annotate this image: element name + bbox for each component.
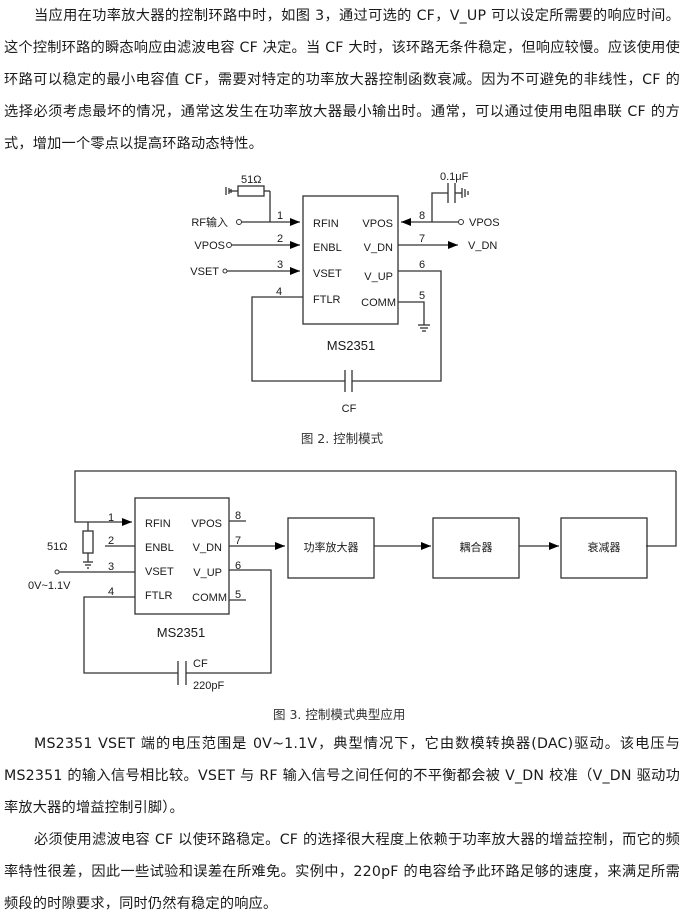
figure-2-schematic: 51Ω 0.1μF RF输入 VPOS VSET VPOS V_DN 1 2 3… <box>190 171 500 415</box>
block-attenuator <box>560 517 648 579</box>
pin-name-comm: COMM <box>192 592 227 604</box>
pin-num-2: 2 <box>108 535 114 547</box>
pin-name-rfin: RFIN <box>313 218 339 230</box>
block-coupler <box>432 517 520 579</box>
pin-name-vdn: V_DN <box>193 542 222 554</box>
paragraph-3-text: 必须使用滤波电容 CF 以使环路稳定。CF 的选择很大程度上依赖于功率放大器的增… <box>4 832 680 912</box>
pin-num-5: 5 <box>235 589 241 601</box>
resistor-51ohm <box>237 185 265 197</box>
ext-label-rf: RF输入 <box>191 215 228 229</box>
chip-name: MS2351 <box>157 625 205 640</box>
pin-num-3: 3 <box>108 561 114 573</box>
resistor-label: 51Ω <box>47 541 67 553</box>
pin-name-vdn: V_DN <box>364 242 393 254</box>
pin-num-5: 5 <box>419 290 425 302</box>
capacitor-name-label: CF <box>193 658 208 670</box>
chip-name: MS2351 <box>327 338 375 353</box>
pin-name-vup: V_UP <box>193 567 222 579</box>
pin-num-1: 1 <box>108 512 114 524</box>
chip-body <box>302 195 399 325</box>
pin-num-4: 4 <box>108 586 114 598</box>
pin-num-6: 6 <box>235 560 241 572</box>
pin-num-3: 3 <box>277 259 283 271</box>
capacitor-cf-label: CF <box>342 403 357 415</box>
resistor-label: 51Ω <box>241 174 261 186</box>
pin-name-ftlr: FTLR <box>313 294 341 306</box>
paragraph-2-text: MS2351 VSET 端的电压范围是 0V~1.1V，典型情况下，它由数模转换… <box>4 736 680 816</box>
capacitor-top-label: 0.1μF <box>440 171 469 183</box>
ext-label-vpos-right: VPOS <box>469 217 500 229</box>
ext-label-vpos-left: VPOS <box>194 240 225 252</box>
pin-num-8: 8 <box>235 510 241 522</box>
resistor-51ohm <box>82 530 94 554</box>
pin-name-vpos: VPOS <box>362 218 393 230</box>
pin-num-7: 7 <box>419 233 425 245</box>
pin-name-enbl: ENBL <box>313 242 342 254</box>
pin-name-vset: VSET <box>145 566 174 578</box>
pin-name-rfin: RFIN <box>145 518 171 530</box>
paragraph-intro: 当应用在功率放大器的控制环路中时，如图 3，通过可选的 CF，V_UP 可以设定… <box>4 0 680 160</box>
capacitor-value-label: 220pF <box>193 680 224 692</box>
pin-num-4: 4 <box>276 286 282 298</box>
figure-3-schematic: 51Ω 0V~1.1V 1 2 3 4 8 7 6 5 RFIN ENBL VS… <box>28 470 677 692</box>
paragraph-body: MS2351 VSET 端的电压范围是 0V~1.1V，典型情况下，它由数模转换… <box>4 728 680 920</box>
pin-name-enbl: ENBL <box>145 542 174 554</box>
pin-name-ftlr: FTLR <box>145 590 173 602</box>
figure-2-caption: 图 2. 控制模式 <box>300 431 384 446</box>
pin-num-6: 6 <box>419 259 425 271</box>
pin-name-vpos: VPOS <box>191 518 222 530</box>
pin-num-1: 1 <box>277 210 283 222</box>
block-label-attenuator: 衰减器 <box>588 540 621 554</box>
pin-name-vup: V_UP <box>364 271 393 283</box>
chip-body <box>134 497 230 615</box>
pin-name-vset: VSET <box>313 268 342 280</box>
block-label-coupler: 耦合器 <box>460 540 493 554</box>
figure-3-caption: 图 3. 控制模式典型应用 <box>273 707 406 722</box>
pin-name-comm: COMM <box>361 297 396 309</box>
pin-num-7: 7 <box>235 535 241 547</box>
paragraph-1-text: 当应用在功率放大器的控制环路中时，如图 3，通过可选的 CF，V_UP 可以设定… <box>4 8 680 152</box>
block-label-power-amplifier: 功率放大器 <box>304 540 359 554</box>
vset-range-label: 0V~1.1V <box>28 580 71 592</box>
ext-label-vset: VSET <box>190 266 219 278</box>
pin-num-8: 8 <box>419 210 425 222</box>
pin-num-2: 2 <box>277 233 283 245</box>
ext-label-vdn: V_DN <box>468 240 497 252</box>
block-power-amplifier <box>287 517 375 579</box>
